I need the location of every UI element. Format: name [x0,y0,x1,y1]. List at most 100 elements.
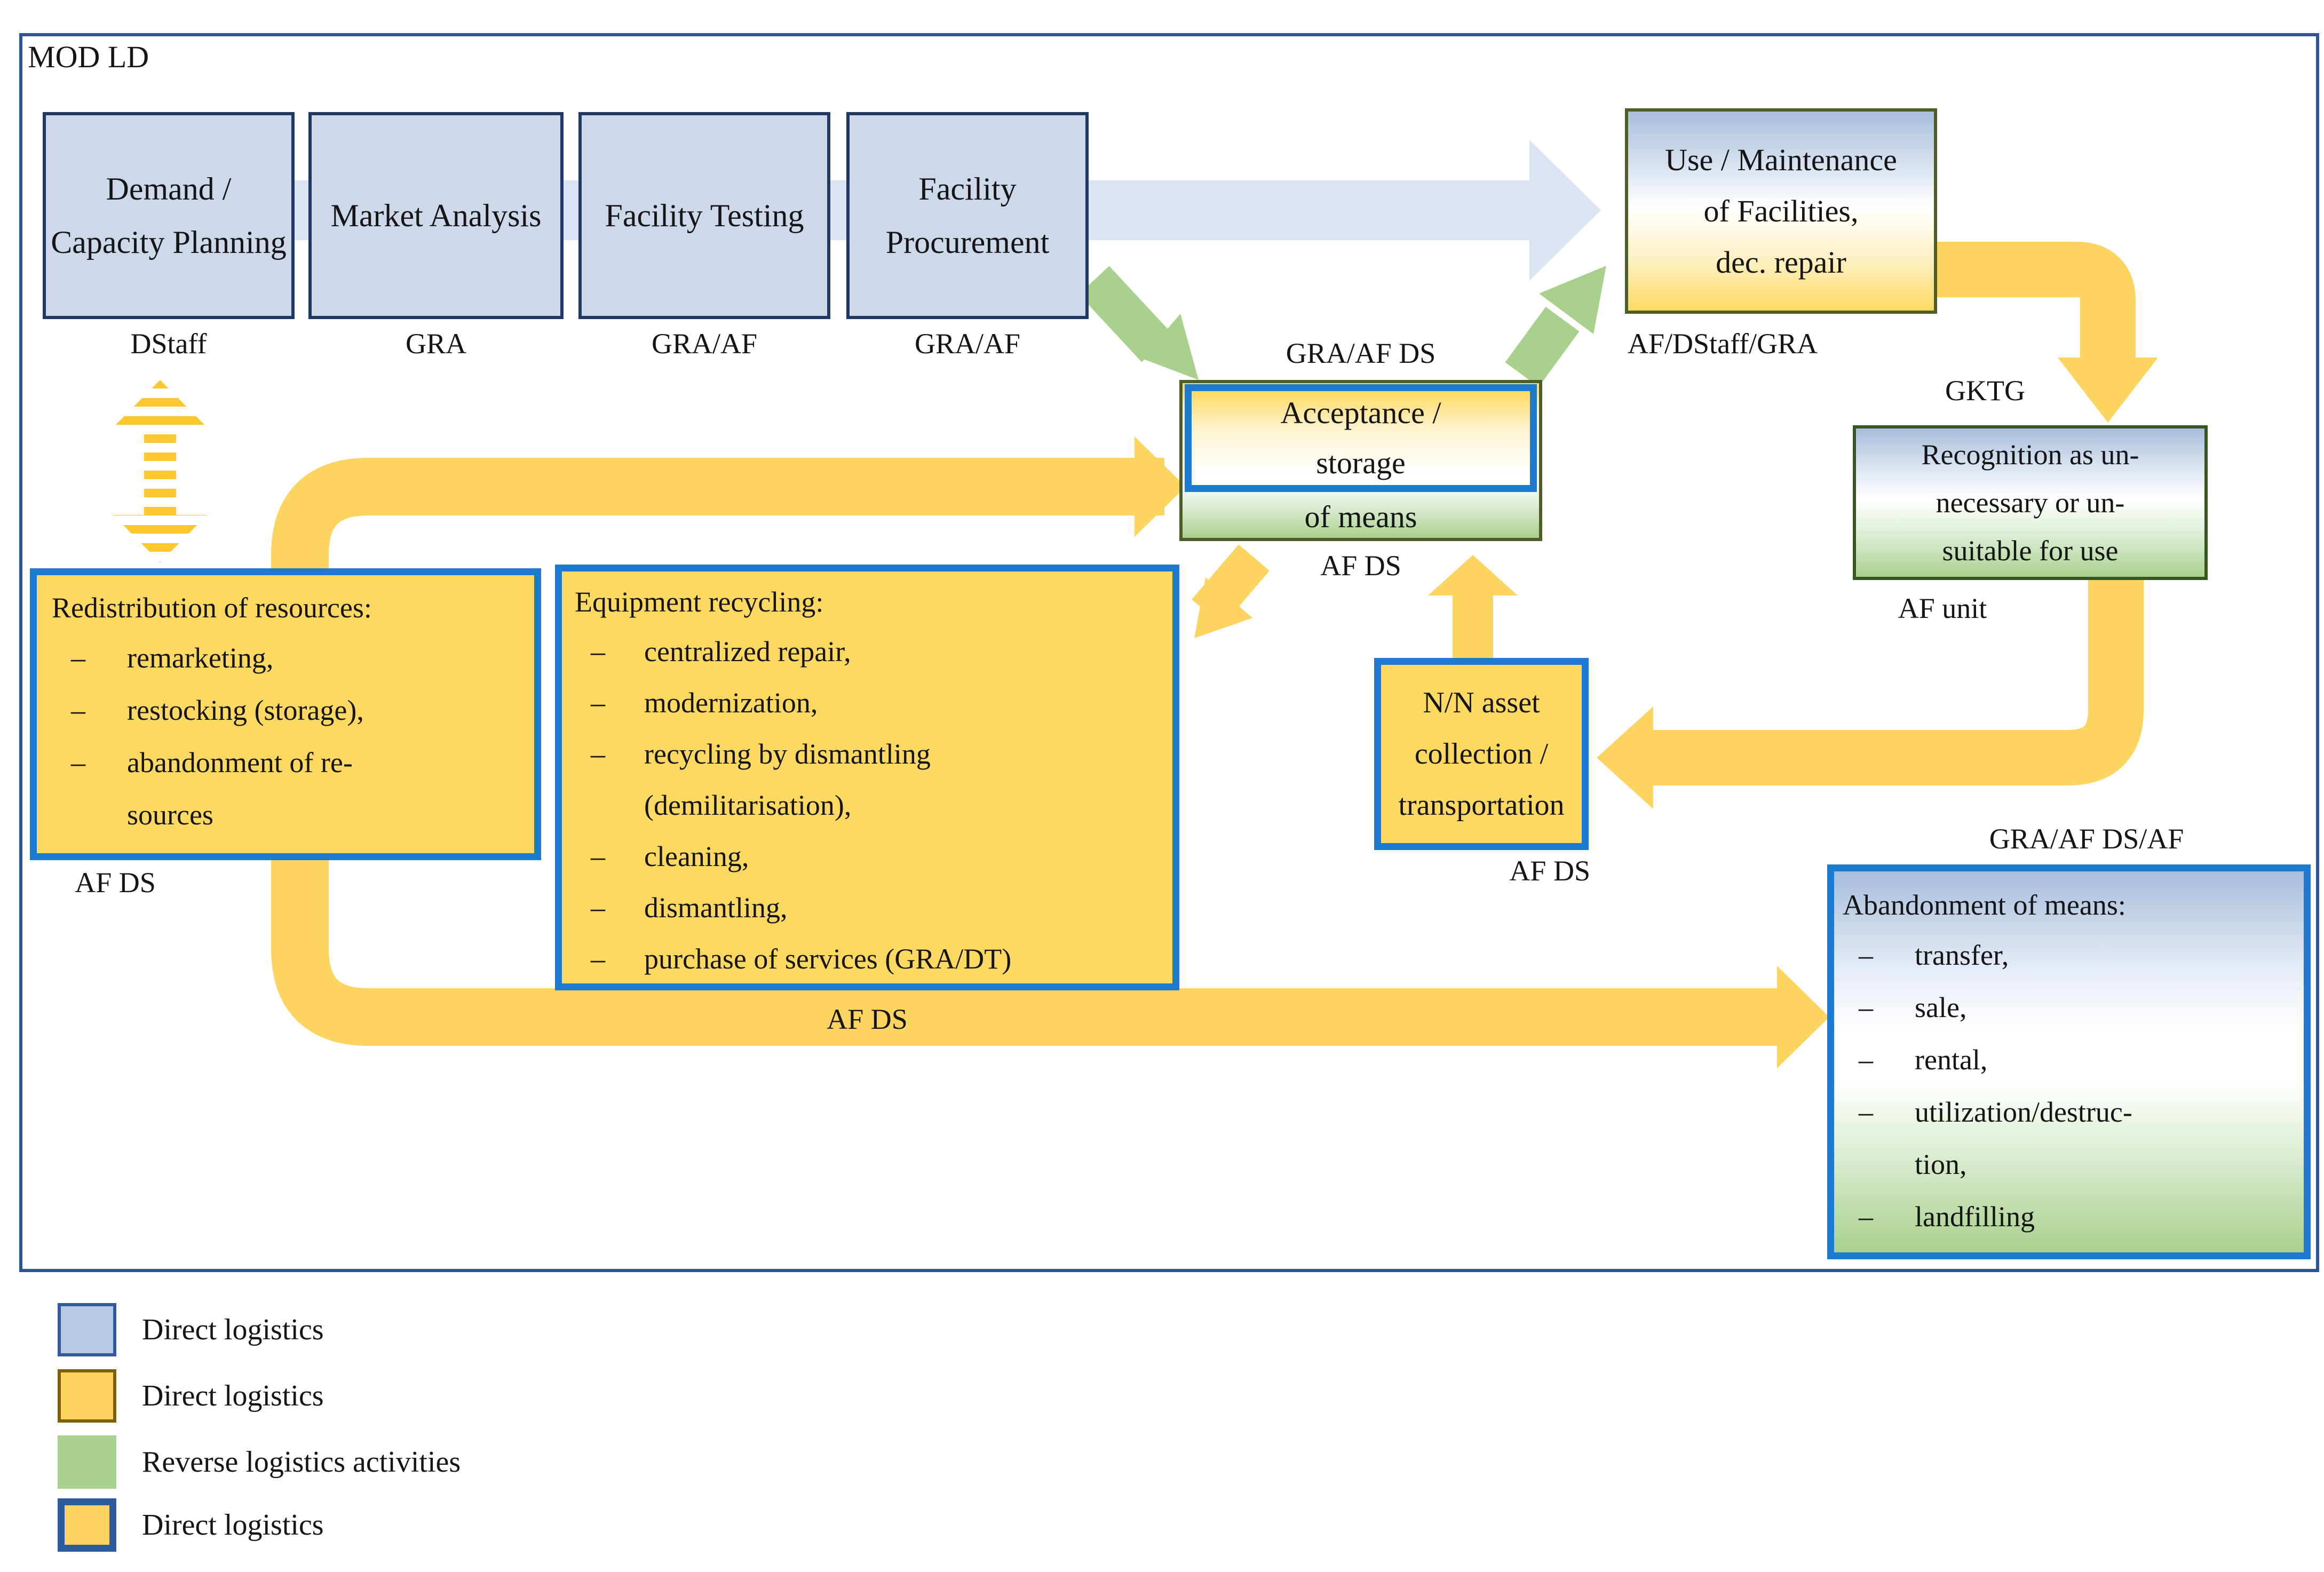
box-label: Facility Testing [605,198,804,233]
legend-row-direct-yellow-blue: Direct logistics [58,1497,324,1553]
list-item-text: modernization, [644,687,818,719]
legend-row-direct-blue: Direct logistics [58,1303,324,1356]
list-item: – utilization/destruc- [1859,1086,2297,1138]
mod-ld-frame [19,33,2319,1272]
list-item-text: centralized repair, [644,636,851,668]
box-line: N/N asset [1423,686,1540,719]
box-line: necessary or un- [1936,487,2125,519]
list-item-text: utilization/destruc- [1915,1096,2132,1128]
recognition-to-collection-arrow [1597,579,2144,809]
list-item: –transfer, [1859,929,2297,981]
procurement-to-acceptance-green-arrow [1078,266,1199,380]
legend-swatch-blue [58,1303,116,1356]
box-line: Use / Maintenance [1665,142,1897,177]
box-line: collection / [1414,737,1549,771]
bullet-dash: – [591,943,605,975]
list-item: – remarketing, [71,632,525,684]
bullet-dash [1859,1138,1915,1190]
list-item: (demilitarisation), [591,780,1164,831]
list-item: – dismantling, [591,882,1164,933]
list-item: – restocking (storage), [71,684,525,736]
label-gra-af-ds-af: GRA/AF DS/AF [1989,823,2184,855]
bullet-dash: – [1859,1096,1873,1128]
box-label: Demand / Capacity Planning [51,171,287,260]
acceptance-to-recycling-arrow [1192,544,1270,638]
label-gra-af-1: GRA/AF [651,328,758,360]
box-label: Market Analysis [330,198,542,233]
list-item-text: landfilling [1915,1201,2035,1233]
bullet-dash: – [71,694,85,726]
bullet-dash: – [1859,939,1873,971]
box-acceptance-of-means: of means [1304,499,1417,534]
box-line: dec. repair [1716,244,1846,280]
box-demand-capacity-planning: Demand / Capacity Planning [43,112,295,319]
box-redistribution: Redistribution of resources: – remarketin… [30,568,541,860]
legend-label: Direct logistics [142,1509,324,1542]
list-item-text: tion, [1915,1148,1967,1180]
bullet-dash: – [71,747,85,779]
box-line: suitable for use [1942,535,2119,567]
box-equipment-recycling: Equipment recycling: – centralized repair… [555,565,1179,990]
label-gra-af-ds: GRA/AF DS [1286,337,1436,369]
label-af-ds-redistribution: AF DS [75,867,156,899]
list-item-text: rental, [1915,1044,1988,1076]
box-nn-asset-collection: N/N asset collection / transportation [1374,658,1589,850]
box-title: Redistribution of resources: [52,592,372,624]
bullet-dash: – [1859,1044,1873,1076]
label-gktg: GKTG [1945,375,2025,407]
label-gra-af-2: GRA/AF [914,328,1021,360]
list-item: – landfilling [1859,1190,2297,1243]
box-label: Facility Procurement [885,171,1050,260]
list-item: – recycling by dismantling [591,728,1164,780]
bullet-dash: – [1859,1201,1873,1233]
legend-label: Direct logistics [142,1379,324,1412]
use-to-recognition-arrow [1936,242,2158,423]
list-item: – abandonment of re- [71,736,525,789]
legend-swatch-yellow [58,1369,116,1423]
legend-swatch-yellow-blue-border [58,1498,116,1552]
bullet-dash: – [591,892,605,924]
list-item-text: (demilitarisation), [644,789,852,821]
legend-row-reverse-green: Reverse logistics activities [58,1435,461,1489]
legend-row-direct-yellow: Direct logistics [58,1369,324,1423]
label-af-ds-acceptance: AF DS [1320,550,1401,582]
label-gra: GRA [405,328,466,360]
bullet-dash: – [591,636,605,668]
list-item-text: sources [127,799,213,831]
box-facility-procurement: Facility Procurement [846,112,1089,319]
list-item-text: purchase of services (GRA/DT) [644,943,1012,975]
box-facility-testing: Facility Testing [578,112,830,319]
acceptance-to-use-green-arrow [1505,266,1606,387]
bullet-dash [591,780,644,831]
box-line: Acceptance / [1280,395,1441,430]
list-item-text: remarketing, [127,642,274,674]
frame-label: MOD LD [28,39,149,74]
box-line: Recognition as un- [1921,439,2139,471]
list-item: – centralized repair, [591,626,1164,677]
list-item-text: abandonment of re- [127,747,353,779]
list-item-text: restocking (storage), [127,694,364,726]
list-item-text: recycling by dismantling [644,738,931,770]
list-item-text: sale, [1915,991,1967,1023]
label-af-unit: AF unit [1898,592,1987,624]
box-use-maintenance: Use / Maintenance of Facilities, dec. re… [1625,108,1937,314]
box-title: Equipment recycling: [575,586,824,618]
list-item: –sale, [1859,981,2297,1034]
bullet-dash: – [71,642,85,674]
box-recognition-unnecessary: Recognition as un- necessary or un- suit… [1853,425,2208,580]
list-item: tion, [1859,1138,2297,1190]
box-line: storage [1316,446,1406,480]
label-dstaff: DStaff [130,328,207,360]
list-item: – modernization, [591,677,1164,728]
box-acceptance-storage: Acceptance / storage [1185,384,1537,492]
box-title: Abandonment of means: [1843,889,2126,921]
list-item-text: dismantling, [644,892,788,924]
bullet-dash: – [591,840,605,872]
box-market-analysis: Market Analysis [308,112,564,319]
label-af-dstaff-gra: AF/DStaff/GRA [1628,328,1818,360]
list-item: –cleaning, [591,831,1164,882]
collection-to-acceptance-arrow [1428,555,1518,660]
bullet-dash: – [591,738,605,770]
bullet-dash: – [591,687,605,719]
